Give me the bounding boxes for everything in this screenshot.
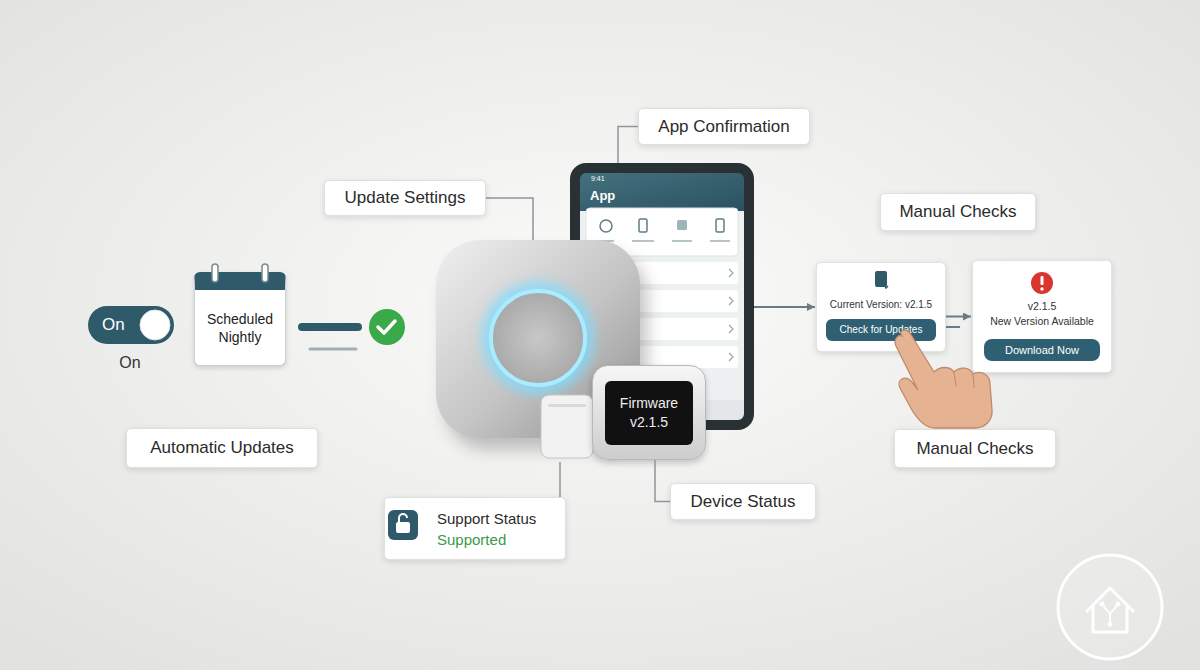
- node-text: Update Settings: [345, 188, 466, 208]
- leader-line: [559, 462, 561, 497]
- version-card: Current Version: v2.1.5Check for Updates: [816, 262, 946, 352]
- node-text: Scheduled Nightly: [201, 310, 279, 346]
- node-text: v2.1.5: [973, 299, 1111, 314]
- logo-house: [1086, 588, 1134, 632]
- progress-bar: [302, 323, 358, 331]
- action-button: Check for Updates: [826, 319, 936, 341]
- calendar-card: Scheduled Nightly: [194, 272, 286, 366]
- chevron: [729, 269, 733, 361]
- icon-caption: [710, 240, 730, 242]
- callout-label: Automatic Updates: [126, 428, 318, 468]
- alert-icon: [1031, 272, 1053, 294]
- action-button: Download Now: [984, 339, 1100, 361]
- toggle-caption: On: [110, 354, 150, 372]
- node-text: Manual Checks: [916, 439, 1033, 459]
- toggle-switch: On: [88, 306, 174, 344]
- icon-caption: [672, 240, 692, 242]
- logo-network: [1102, 604, 1118, 624]
- hub-glow: [488, 288, 588, 388]
- door-sensor: [541, 395, 593, 458]
- lock-icon: [388, 510, 418, 540]
- node-text: New Version Available: [973, 314, 1111, 329]
- logo-dot: [1116, 602, 1121, 607]
- callout-label: Device Status: [670, 483, 816, 520]
- logo-ring: [1058, 555, 1162, 659]
- node-text: Check for Updates: [840, 324, 923, 336]
- firmware-display: Firmware v2.1.5: [592, 365, 706, 460]
- calendar-ring: [262, 264, 268, 282]
- app-icon: [639, 219, 647, 232]
- device-icon: [875, 271, 887, 287]
- progress-bar: [310, 348, 356, 351]
- app-icon: [677, 220, 687, 230]
- list-row: [586, 262, 738, 284]
- callout-label: Manual Checks: [880, 193, 1036, 231]
- app-header: [580, 173, 744, 211]
- flow-arrow: [946, 316, 971, 318]
- app-icon: [600, 220, 612, 232]
- leader-line: [486, 198, 533, 240]
- calendar-ring: [212, 264, 218, 282]
- arrow-shaft: [946, 326, 960, 328]
- callout-label: App Confirmation: [638, 108, 810, 145]
- node-text: App Confirmation: [658, 117, 789, 137]
- pointing-hand: [895, 330, 992, 428]
- cursor-icon: [882, 281, 888, 288]
- sensor-detail: [548, 404, 586, 407]
- alert-bar: [1041, 276, 1044, 285]
- update-card: v2.1.5New Version AvailableDownload Now: [972, 260, 1112, 373]
- hub-shadow: [444, 252, 648, 450]
- leader-line: [618, 127, 638, 164]
- list-row: [586, 318, 738, 340]
- node-text: Current Version: v2.1.5: [817, 299, 945, 310]
- icon-caption: [598, 240, 614, 242]
- status-card: Support StatusSupported: [384, 497, 566, 560]
- node-text: Download Now: [1005, 344, 1079, 356]
- callout-label: Update Settings: [324, 180, 486, 216]
- toggle-knob: [140, 310, 170, 340]
- logo-dot: [1100, 602, 1105, 607]
- logo-dot: [1108, 622, 1113, 627]
- alert-dot: [1040, 287, 1043, 290]
- node-text: On: [102, 315, 125, 335]
- node-text: Manual Checks: [899, 202, 1016, 222]
- node-text: Firmware v2.1.5: [605, 381, 693, 445]
- node-text: Support Status: [437, 508, 536, 529]
- icon-panel: [586, 208, 738, 256]
- check-mark: [378, 321, 395, 333]
- callout-label: Manual Checks: [894, 429, 1056, 468]
- check-circle: [369, 309, 405, 345]
- hub-ring: [491, 291, 585, 385]
- flow-arrow: [754, 306, 815, 308]
- node-text: Device Status: [691, 492, 796, 512]
- lock-shackle: [399, 514, 407, 522]
- status-time: 9:41: [591, 175, 621, 182]
- node-text: Supported: [437, 529, 506, 550]
- list-row: [586, 290, 738, 312]
- icon-caption: [632, 240, 654, 242]
- node-text: Automatic Updates: [150, 438, 294, 458]
- lock-body: [396, 522, 410, 533]
- smart-hub: [436, 240, 640, 438]
- node-text: App: [590, 188, 744, 203]
- app-icon: [716, 219, 724, 232]
- finger-crease: [954, 372, 974, 388]
- leader-line: [655, 460, 670, 502]
